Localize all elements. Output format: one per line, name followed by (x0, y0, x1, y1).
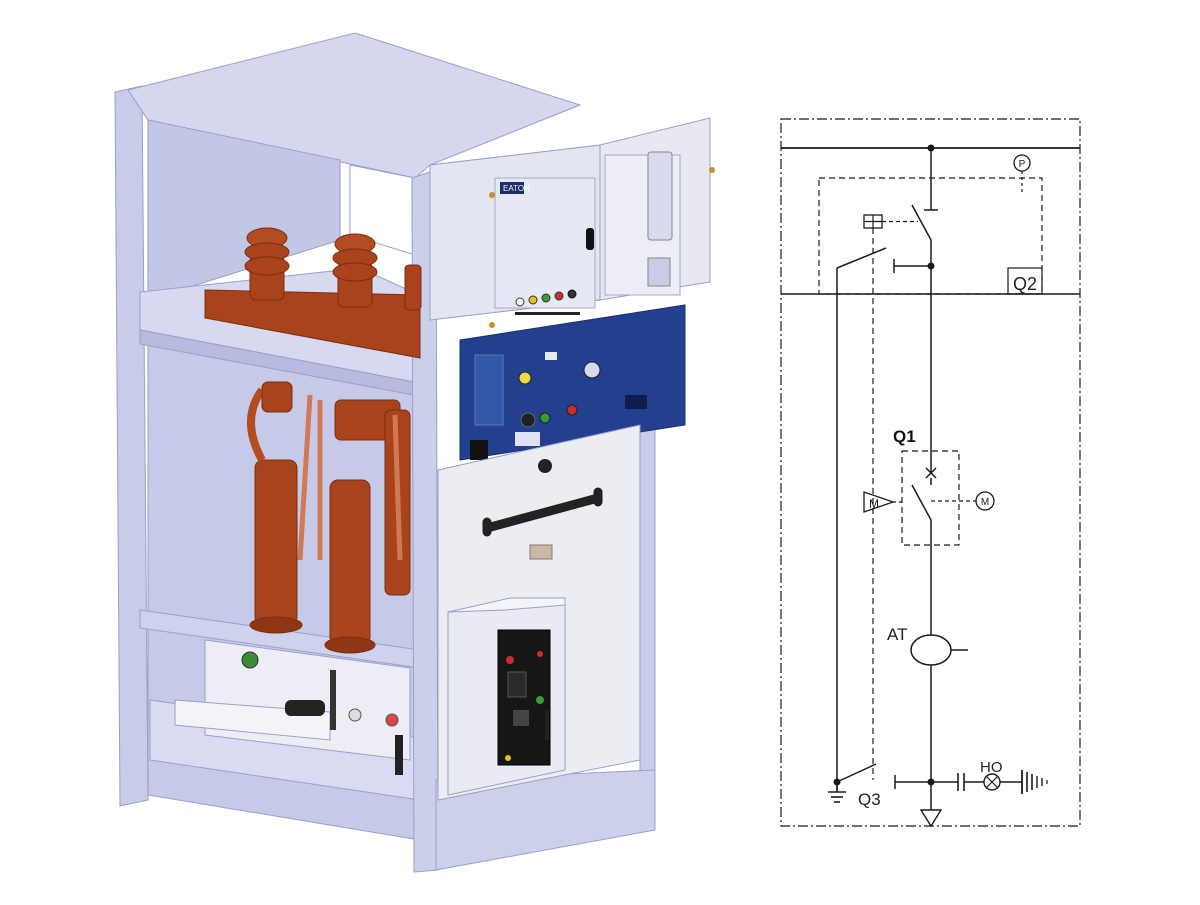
brand-logo: EATON (503, 184, 530, 193)
single-line-diagram (780, 118, 1081, 828)
motor-left-label: M (869, 497, 879, 511)
at-label: AT (887, 625, 907, 644)
motor-right-label: M (981, 497, 989, 508)
earthing-link (836, 247, 931, 294)
pressure-relief-symbol (1013, 154, 1031, 192)
operating-box (447, 597, 566, 796)
ho-label: HO (980, 759, 1003, 776)
disconnector-q2 (863, 148, 938, 270)
voltage-indicator-ho (931, 770, 1048, 794)
q2-label: Q2 (1013, 274, 1037, 294)
q1-enclosure (901, 450, 960, 546)
motor-left-symbol (863, 491, 902, 513)
busbar-insulators (204, 227, 422, 359)
control-panel (459, 304, 686, 461)
q1-label: Q1 (893, 427, 916, 446)
switchgear-illustration: EATON (114, 32, 715, 873)
current-transformer-at (910, 634, 968, 666)
earth-switch-q3 (828, 763, 931, 803)
breaker-truck (174, 639, 411, 775)
breaker-poles (247, 381, 411, 654)
motor-right-symbol (975, 491, 995, 511)
circuit-breaker-q1 (911, 467, 976, 635)
relay-compartment: EATON (429, 117, 715, 328)
q3-label: Q3 (858, 790, 881, 809)
cable-terminal (919, 809, 943, 828)
diagram-labels: P Q2 Q1 M M AT Q3 HO (858, 159, 1037, 809)
pressure-relief-label: P (1019, 159, 1026, 170)
